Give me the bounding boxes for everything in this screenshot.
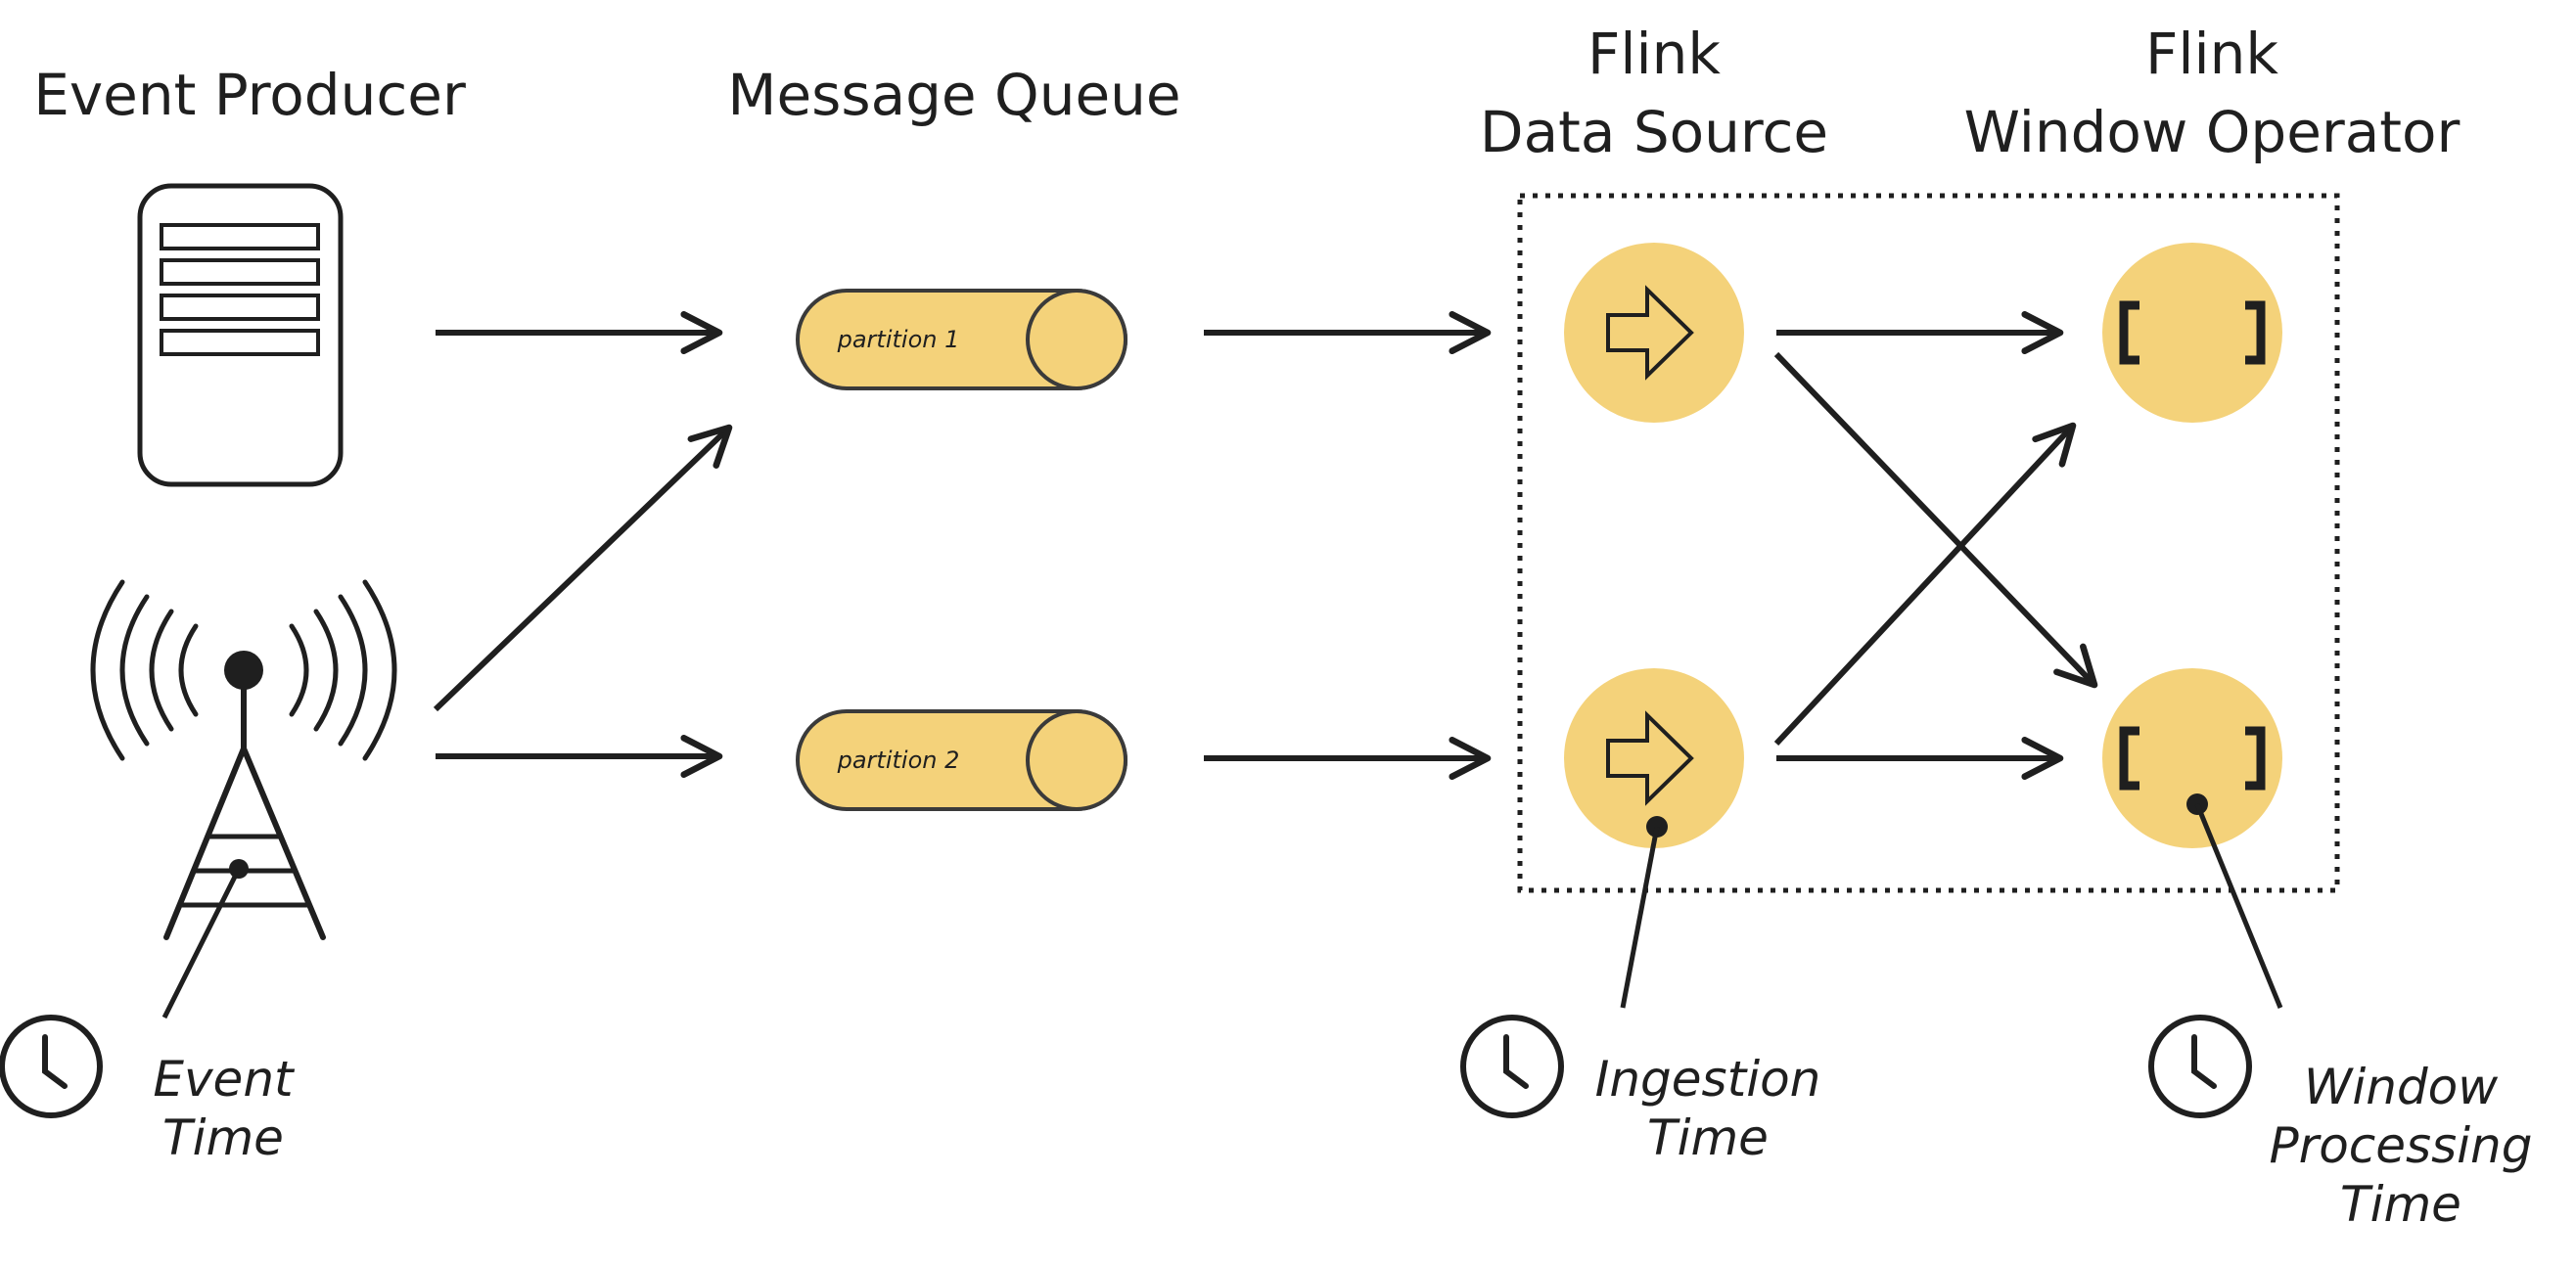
- arrow-right-icon: [1606, 710, 1694, 806]
- server-icon: [137, 183, 344, 487]
- arrow-source-2-to-window-1: [1773, 422, 2077, 747]
- data-source-operator-2: [1564, 668, 1744, 848]
- pointer-window-processing-time: [2194, 803, 2283, 1009]
- ingestion-time-label-line2: Time: [1647, 1110, 1769, 1166]
- partition-2-label: partition 2: [837, 747, 960, 774]
- header-data-source-line1: Flink: [1587, 21, 1721, 87]
- data-source-operator-1: [1564, 243, 1744, 423]
- bracket-icon: [2119, 726, 2266, 791]
- partition-2: partition 2: [796, 709, 1127, 811]
- partition-1-label: partition 1: [837, 326, 960, 353]
- clock-icon: [1460, 1015, 1564, 1118]
- arrow-right-icon: [1606, 285, 1694, 381]
- header-window-operator-line2: Window Operator: [1964, 99, 2461, 165]
- window-processing-time-label-line3: Time: [2340, 1176, 2461, 1233]
- window-operator-1: [2102, 243, 2282, 423]
- event-time-label-line1: Event: [153, 1051, 296, 1108]
- event-time-label-line2: Time: [162, 1110, 284, 1166]
- partition-1: partition 1: [796, 289, 1127, 390]
- flink-job-boundary: [1517, 193, 2340, 893]
- window-processing-time-label-line1: Window: [2304, 1059, 2498, 1115]
- antenna-tower-icon: [90, 579, 397, 940]
- pointer-ingestion-time: [1620, 826, 1660, 1009]
- header-message-queue: Message Queue: [727, 62, 1180, 128]
- clock-icon: [0, 1015, 103, 1118]
- header-data-source-line2: Data Source: [1480, 99, 1828, 165]
- bracket-icon: [2119, 300, 2266, 365]
- arrow-tower-to-partition-1: [433, 424, 733, 712]
- window-operator-2: [2102, 668, 2282, 848]
- arrow-source-1-to-window-2: [1773, 351, 2098, 689]
- header-window-operator-line1: Flink: [2145, 21, 2278, 87]
- ingestion-time-label-line1: Ingestion: [1595, 1051, 1821, 1108]
- pointer-event-time: [161, 867, 242, 1019]
- header-event-producer: Event Producer: [33, 62, 466, 128]
- clock-icon: [2148, 1015, 2252, 1118]
- window-processing-time-label-line2: Processing: [2270, 1117, 2533, 1174]
